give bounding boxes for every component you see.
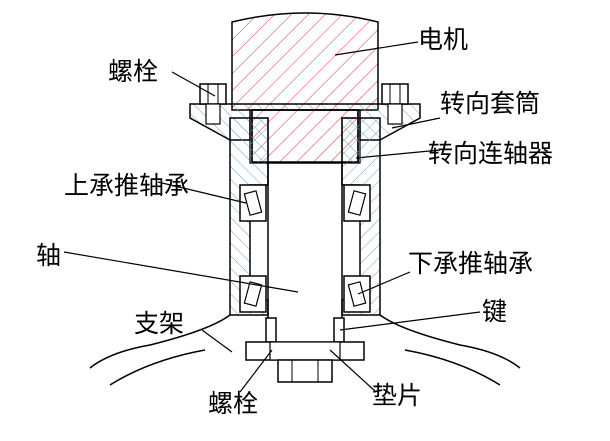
label-motor: 电机 [418, 25, 468, 54]
label-steering-coupling: 转向连轴器 [428, 139, 553, 168]
label-bracket: 支架 [134, 309, 184, 338]
motor-body [231, 12, 379, 163]
label-key: 键 [482, 297, 507, 326]
bolt-head-right [381, 83, 409, 125]
label-bolt-bottom: 螺栓 [208, 389, 258, 418]
leader-lines [63, 41, 481, 393]
shaft [267, 162, 343, 318]
bolt-head-left [199, 83, 227, 125]
label-upper-thrust-bearing: 上承推轴承 [64, 171, 189, 200]
steering-coupling [249, 117, 361, 164]
label-washer: 垫片 [372, 381, 422, 410]
label-shaft: 轴 [36, 241, 61, 270]
lower-thrust-bearing-left [239, 275, 267, 313]
label-bolt-top: 螺栓 [108, 57, 158, 86]
label-steering-sleeve: 转向套筒 [440, 89, 540, 118]
label-lower-thrust-bearing: 下承推轴承 [408, 249, 533, 278]
upper-thrust-bearing-right [343, 184, 371, 222]
upper-thrust-bearing-left [239, 184, 267, 222]
lower-thrust-bearing-right [343, 275, 371, 313]
key [265, 317, 345, 343]
bottom-plate [245, 341, 365, 383]
